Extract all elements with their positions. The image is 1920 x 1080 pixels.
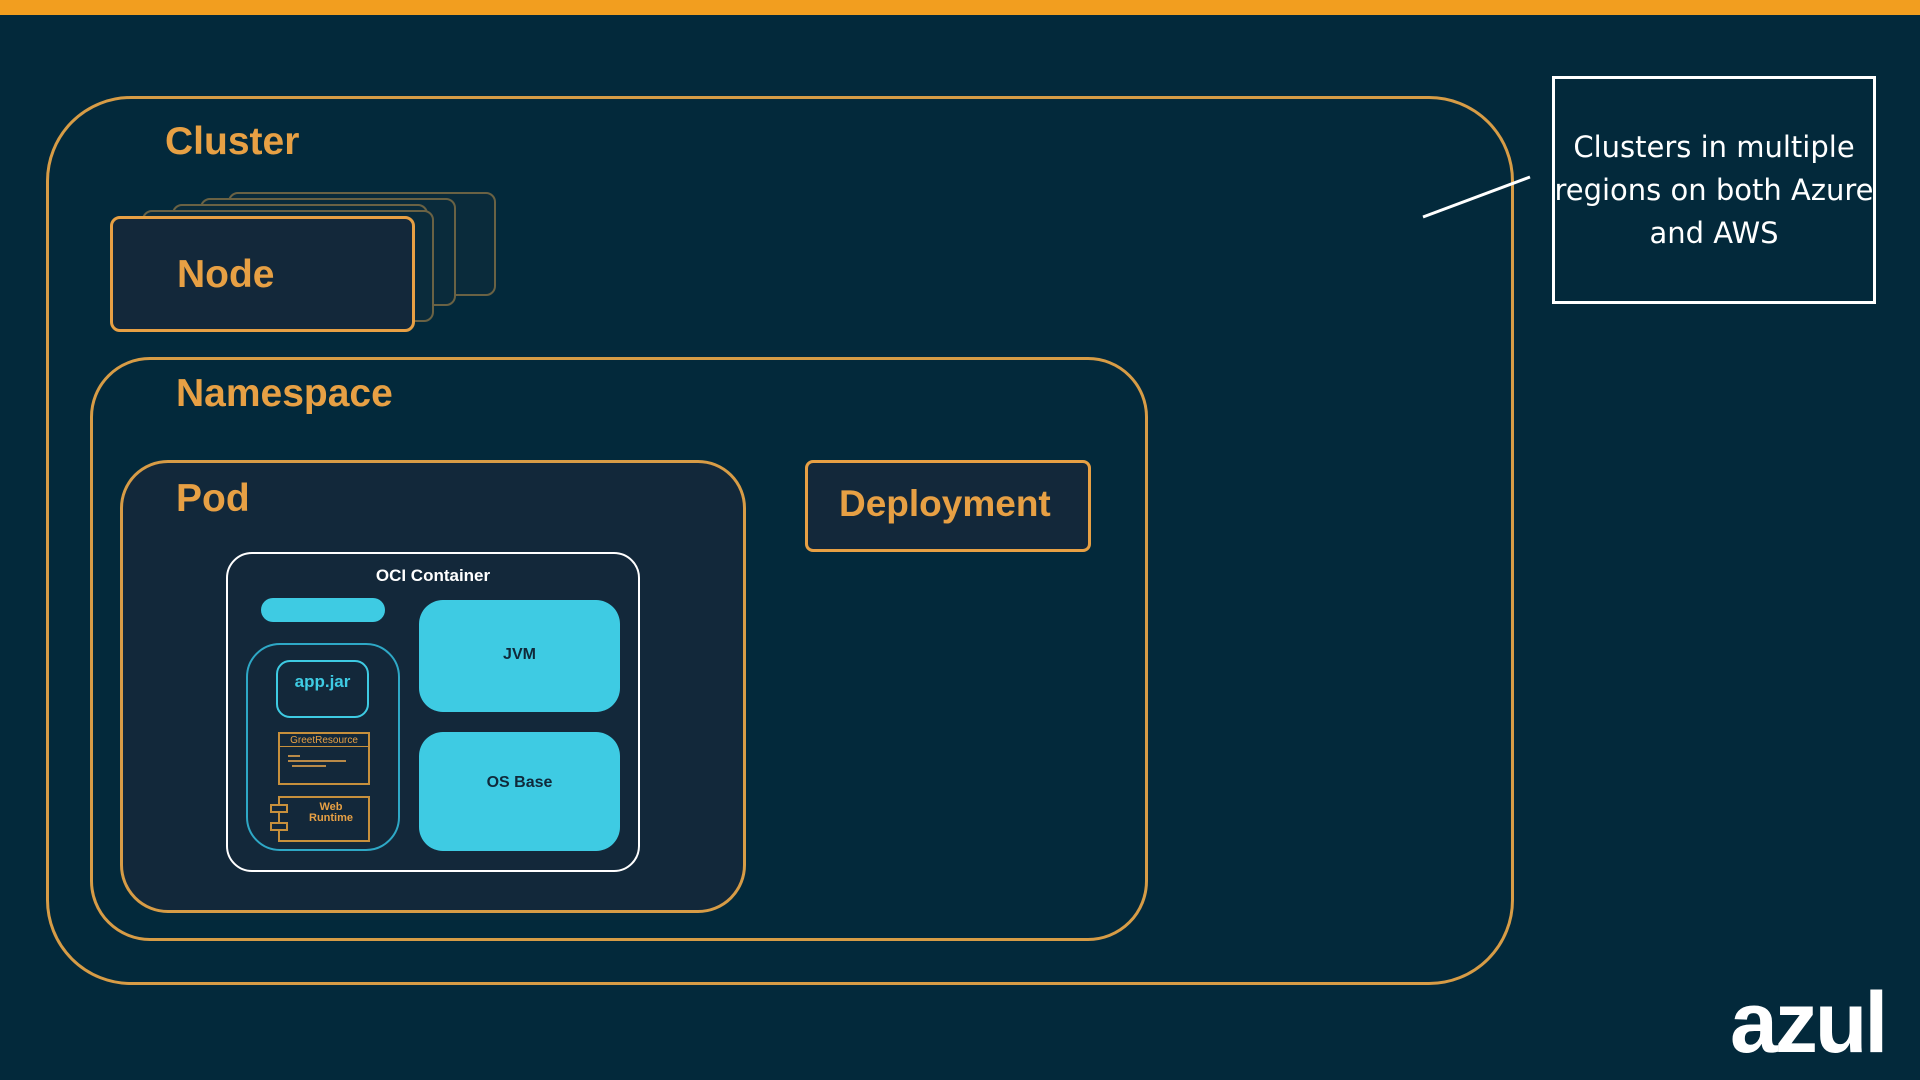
os-base-label: OS Base	[486, 774, 553, 791]
oci-container-label: OCI Container	[375, 566, 491, 585]
node-box	[110, 216, 415, 332]
code-line	[288, 755, 300, 757]
code-line	[288, 760, 346, 762]
jvm-box	[419, 600, 620, 712]
top-accent-bar	[0, 0, 1920, 15]
os-base-box	[419, 732, 620, 851]
jvm-label: JVM	[503, 646, 536, 663]
container-layer-bar	[261, 598, 385, 622]
web-runtime-label: Web Runtime	[309, 801, 353, 824]
azul-logo: azul	[1730, 975, 1888, 1071]
namespace-label: Namespace	[176, 372, 393, 415]
deployment-label: Deployment	[839, 483, 1051, 524]
cluster-label: Cluster	[165, 120, 300, 163]
callout-box	[1552, 76, 1876, 304]
application-layer-group	[246, 643, 400, 851]
greet-resource-divider	[278, 746, 370, 747]
app-jar-label: app.jar	[294, 672, 351, 691]
app-jar-box	[276, 660, 369, 718]
deployment-box	[805, 460, 1091, 552]
cluster-box	[46, 96, 1514, 985]
component-tab-icon	[270, 822, 288, 831]
greet-resource-label: GreetResource	[290, 735, 358, 746]
callout-text: Clusters in multiple regions on both Azu…	[1554, 130, 1874, 250]
greet-resource-box	[278, 732, 370, 785]
node-label: Node	[177, 253, 275, 296]
web-runtime-box	[278, 796, 370, 842]
namespace-box	[90, 357, 1148, 941]
code-line	[292, 765, 326, 767]
component-tab-icon	[270, 804, 288, 813]
pod-label: Pod	[176, 477, 250, 520]
